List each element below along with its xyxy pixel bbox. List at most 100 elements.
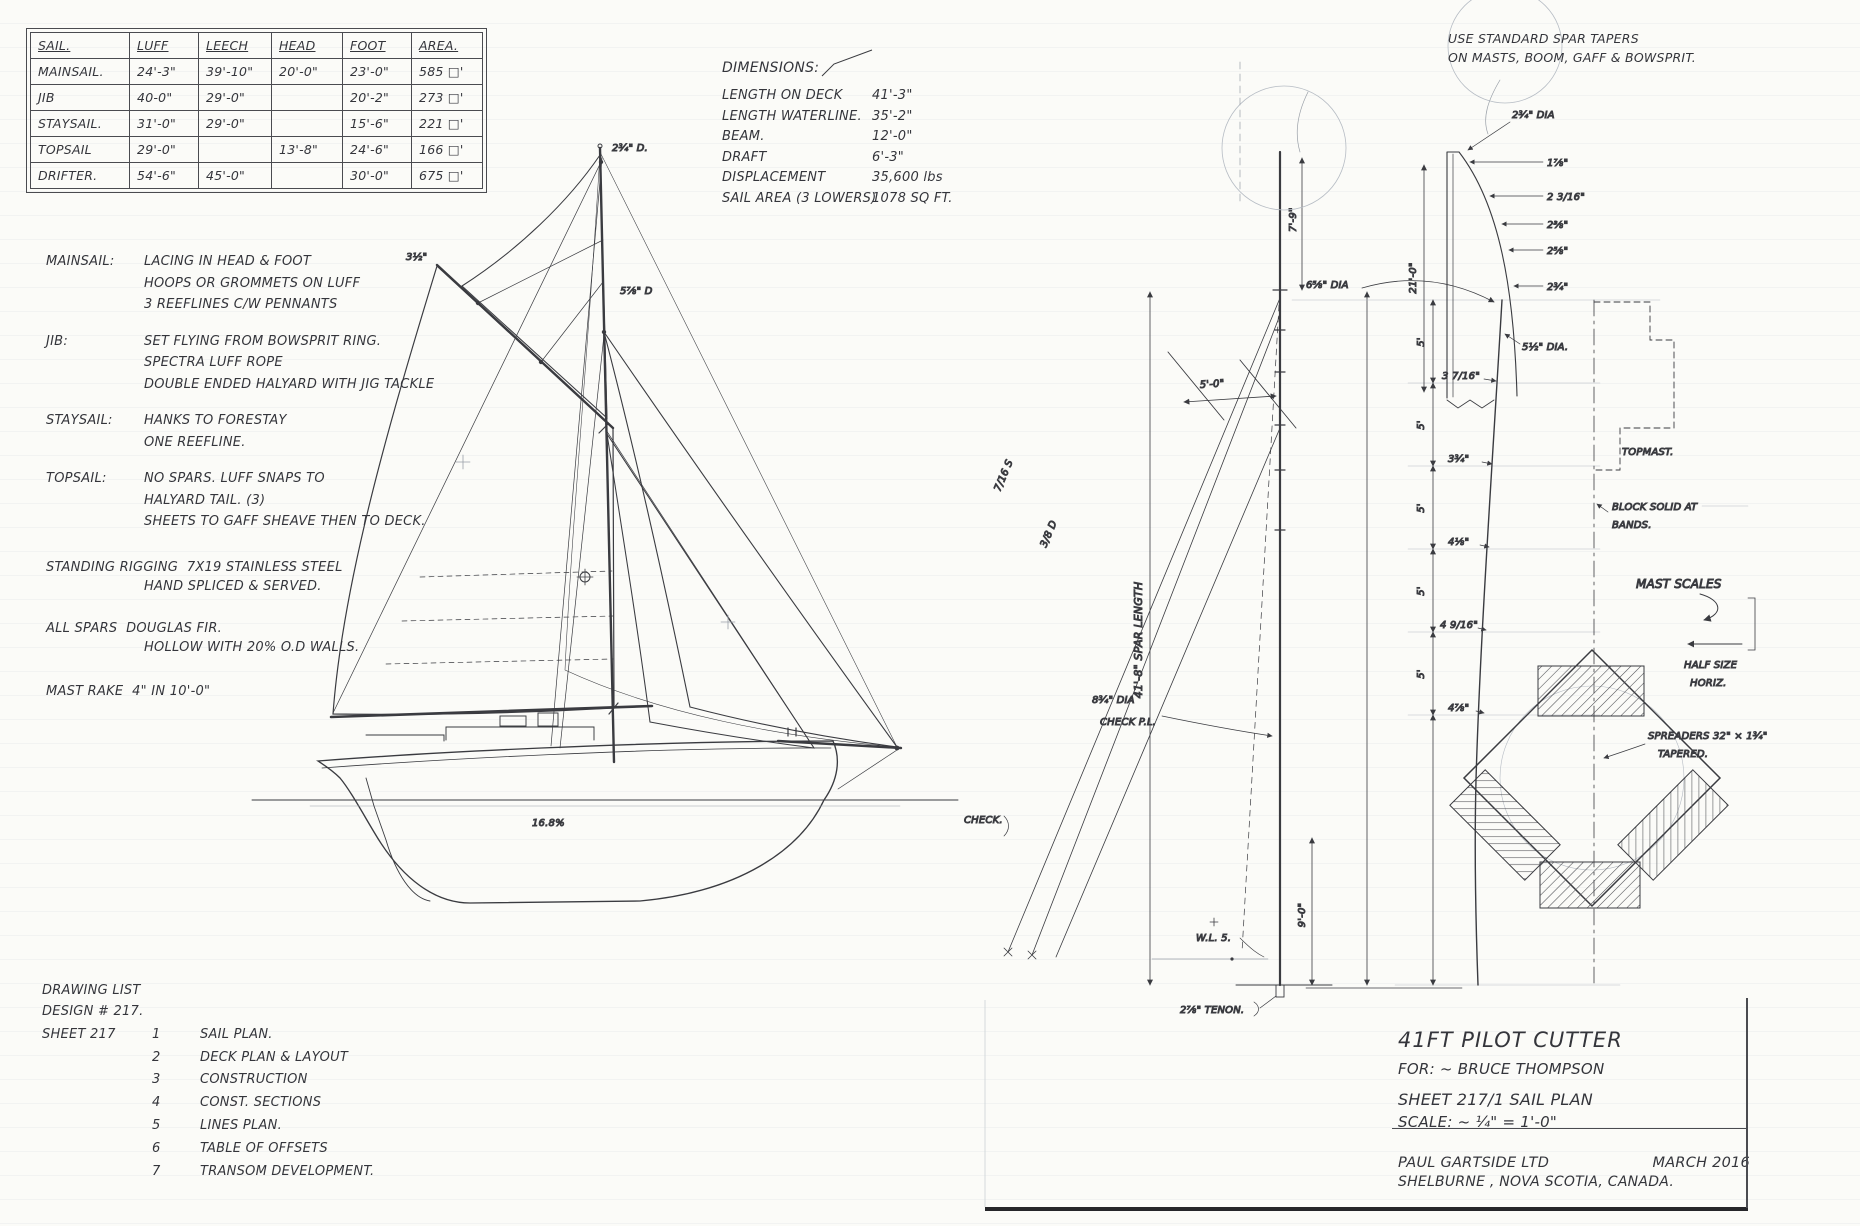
dimension-label: BEAM.: [722, 129, 765, 144]
note-label: MAST RAKE: [46, 683, 124, 699]
mast-scales-drawing: 5' 5' 5' 5' 5' 3 7/16" 3¾" 4⅛" 4 9/16" 4…: [1291, 280, 1756, 986]
center-of-effort-mark: [576, 568, 594, 586]
staysail-outline: [606, 433, 816, 749]
construction-circle-1: [1447, 0, 1563, 104]
spreader-dim-line: [1183, 393, 1277, 405]
boom: [329, 704, 654, 719]
half-size-label: HALF SIZE: [1684, 660, 1738, 671]
mast: [598, 146, 616, 764]
table-header-row: SAIL. LUFF LEECH HEAD FOOT AREA.: [30, 32, 483, 59]
note-label: TOPSAIL:: [46, 471, 107, 486]
dimension-row: BEAM. 12'-0": [722, 129, 953, 144]
topmast-dia-arrows: [1469, 159, 1544, 289]
mast-taper-curve: [1474, 299, 1503, 986]
wl5-dot: [1230, 957, 1234, 961]
station-label: 5': [1416, 337, 1427, 347]
gaff: [435, 263, 615, 430]
topmast-dia-label: 2 3/16": [1547, 192, 1585, 203]
drawing-list-number: 1: [152, 1026, 161, 1042]
table-cell: DRIFTER.: [30, 162, 130, 189]
drawing-list: DRAWING LIST DESIGN # 217. SHEET 217 1 S…: [42, 982, 374, 1182]
note-label: ALL SPARS: [46, 620, 118, 636]
drawing-list-number: 5: [152, 1118, 161, 1134]
table-cell: 45'-0": [198, 162, 272, 189]
note-staysail: STAYSAIL: HANKS TO FORESTAY ONE REEFLINE…: [46, 411, 391, 454]
drawing-list-item: 2 DECK PLAN & LAYOUT: [42, 1049, 374, 1068]
table-cell: 585 □': [411, 58, 483, 85]
note-topsail: TOPSAIL: NO SPARS. LUFF SNAPS TO HALYARD…: [46, 469, 425, 534]
station-label: 5': [1416, 420, 1427, 430]
sheet-border-right: [1746, 998, 1748, 1208]
table-cell: 166 □': [411, 136, 483, 163]
table-cell: 24'-6": [342, 136, 412, 163]
table-cell: TOPSAIL: [30, 136, 130, 163]
note-line: SPECTRA LUFF ROPE: [144, 355, 283, 370]
table-cell: 31'-0": [129, 110, 199, 137]
drawing-list-item: 4 CONST. SECTIONS: [42, 1094, 374, 1113]
deck-line: [321, 747, 832, 769]
wl5-leader: [1239, 937, 1265, 958]
note-line: LACING IN HEAD & FOOT: [144, 254, 312, 269]
client-line: FOR: ~ BRUCE THOMPSON: [1398, 1060, 1605, 1078]
dimensions-checkmark: [821, 49, 873, 77]
dimension-label: SAIL AREA (3 LOWERS): [722, 190, 877, 206]
drawing-list-item: 5 LINES PLAN.: [42, 1117, 374, 1136]
dimension-value: 1078 SQ FT.: [872, 190, 953, 206]
spreaders-label-2: TAPERED.: [1658, 749, 1708, 760]
drawing-list-name: LINES PLAN.: [200, 1118, 282, 1134]
topmast-housing-dashed: [1593, 301, 1675, 471]
drawing-list-name: SAIL PLAN.: [200, 1026, 273, 1042]
note-line: 7X19 STAINLESS STEEL: [186, 559, 343, 575]
col-header-luff: LUFF: [129, 32, 199, 59]
note-spars: ALL SPARS DOUGLAS FIR. HOLLOW WITH 20% O…: [46, 619, 391, 658]
scale-line: SCALE: ~ ¼" = 1'-0": [1398, 1113, 1558, 1131]
block-solid-leader: [1596, 503, 1609, 513]
dimension-value: 35,600 lbs: [872, 170, 943, 185]
drawing-list-name: CONSTRUCTION: [200, 1072, 308, 1088]
spar-taper-note: USE STANDARD SPAR TAPERS ON MASTS, BOOM,…: [1448, 30, 1748, 68]
table-cell: JIB: [30, 84, 130, 111]
topmast-length-label: 21'-0": [1408, 262, 1419, 293]
topmast-detail-drawing: 1⅞" 2 3/16" 2⅜" 2⅝" 2¾" 2¾" DIA 21'-0" 5…: [1221, 0, 1585, 409]
mast-bands: [1272, 289, 1288, 531]
dimension-label: LENGTH WATERLINE.: [722, 108, 862, 124]
spar-length-label: 41'-8" SPAR LENGTH: [1132, 582, 1145, 699]
mast-tenon: [1275, 984, 1285, 998]
spreader-dim-label: 5'-0": [1199, 378, 1224, 391]
spreader-block-n: [1537, 665, 1645, 717]
mast-scales-swoosh: [1699, 593, 1719, 622]
table-cell: [271, 162, 343, 189]
masthead-truck: [597, 143, 603, 149]
head-dim-label: 7'-9": [1288, 207, 1299, 232]
deck-structures: [365, 712, 797, 742]
drawing-list-name: DECK PLAN & LAYOUT: [200, 1049, 349, 1065]
table-cell: 29'-0": [198, 110, 272, 137]
note-label: JIB:: [46, 333, 68, 349]
drawing-list-item: 6 TABLE OF OFFSETS: [42, 1140, 374, 1159]
dimension-row: LENGTH WATERLINE. 35'-2": [722, 109, 953, 124]
col-header-sail: SAIL.: [30, 32, 130, 59]
waterline-label: 16.8%: [532, 818, 565, 829]
title-block-rule: [1392, 1128, 1748, 1130]
shroud-fan: [1003, 297, 1281, 960]
design-title: 41FT PILOT CUTTER: [1398, 1028, 1623, 1052]
dimension-value: 41'-3": [872, 88, 913, 103]
dimension-row: SAIL AREA (3 LOWERS) 1078 SQ FT.: [722, 191, 953, 206]
heel-dia-leader: [1504, 333, 1521, 345]
firm-address: SHELBURNE , NOVA SCOTIA, CANADA.: [1398, 1174, 1675, 1190]
dimension-value: 35'-2": [872, 108, 913, 124]
topsail-outline: [461, 153, 608, 420]
topmast-housing-label: TOPMAST.: [1622, 447, 1674, 458]
drawing-list-design: DESIGN # 217.: [42, 1003, 144, 1019]
leader-squiggle-2: [1296, 91, 1309, 153]
check-pl-label: CHECK P.L.: [1100, 717, 1156, 728]
note-line: HALYARD TAIL. (3): [144, 492, 266, 508]
drawing-list-item: SHEET 217 1 SAIL PLAN.: [42, 1026, 374, 1045]
check-brace: [1003, 815, 1009, 837]
dimension-row: LENGTH ON DECK 41'-3": [722, 88, 953, 103]
drawing-list-number: 6: [152, 1140, 161, 1156]
hounds-dia-label: 5⅞" D: [620, 286, 653, 297]
deck-dia-leader: [1161, 715, 1273, 738]
taper-dia-label: 4⅞": [1448, 703, 1469, 714]
